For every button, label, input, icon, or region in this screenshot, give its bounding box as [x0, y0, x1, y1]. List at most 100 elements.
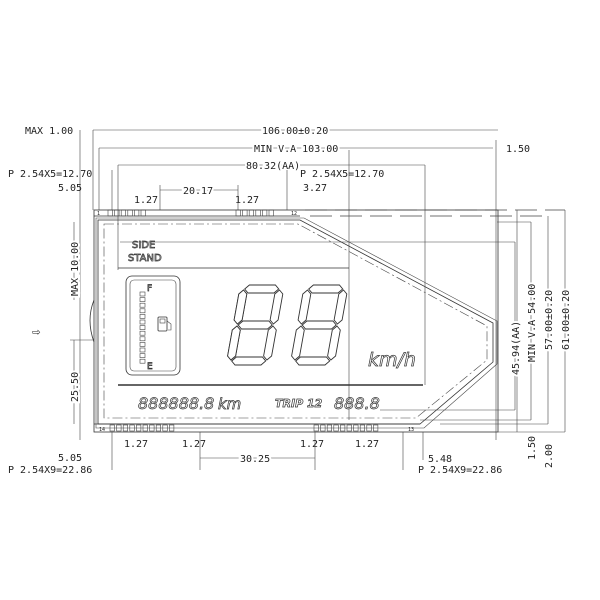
pin	[262, 209, 268, 217]
digit-segment-d	[295, 356, 331, 366]
glass-outline	[93, 209, 499, 433]
pin	[255, 209, 261, 217]
fuel-bar-segment	[139, 336, 146, 342]
pin	[268, 209, 274, 217]
digit-segment-b	[269, 289, 284, 325]
pin	[366, 424, 372, 432]
dim-active-area-width: 80.32(AA)	[246, 161, 300, 172]
dim-right-offset-bottom: 5.48	[428, 454, 452, 465]
lcd-outline	[97, 219, 494, 425]
dim-pin-gap-bottom: 30.25	[240, 454, 270, 465]
pin	[116, 424, 122, 432]
pin-label-13: 13	[408, 427, 414, 433]
arrow-right-icon: ⇨	[32, 324, 41, 340]
pin	[359, 424, 366, 432]
fuel-bar-segment	[139, 291, 146, 297]
pin	[142, 424, 148, 432]
dim-pin-pitch-bottom-right: P 2.54X9=22.86	[418, 465, 502, 476]
dim-min-view-width: MIN V.A 103.00	[254, 144, 338, 155]
stand-indicator: STAND	[128, 253, 162, 264]
pin	[320, 424, 326, 432]
pin	[140, 209, 146, 217]
pin	[136, 424, 142, 432]
speed-unit: km/h	[368, 349, 416, 371]
fuel-empty-label: E	[147, 362, 153, 372]
digit-segment-e	[291, 325, 305, 361]
dim-lower-height: 25.50	[70, 372, 81, 402]
pin-label-14: 14	[99, 427, 105, 433]
lcd-outline-outer	[95, 217, 498, 429]
dim-left-offset-bottom: 5.05	[58, 453, 82, 464]
dim-bottom-margin-1: 1.50	[527, 436, 538, 460]
digit-segment-e	[227, 325, 241, 361]
pin	[235, 209, 241, 217]
fuel-bar-segment	[139, 325, 146, 330]
dim-pin-width-bottom-3: 1.27	[300, 439, 324, 450]
dim-overall-width: 106.00±0.20	[262, 126, 328, 137]
pin	[149, 424, 155, 432]
pin	[333, 424, 339, 432]
dim-right-margin: 1.50	[506, 144, 530, 155]
digit-segment-f	[233, 289, 248, 325]
dim-glass-height: 57.00±0.20	[544, 290, 555, 350]
dim-min-view-height: MIN V.A 54.00	[527, 284, 538, 362]
trip-label: TRIP 12	[275, 397, 323, 410]
pin	[169, 424, 175, 432]
pin	[326, 424, 333, 432]
pin	[134, 209, 140, 217]
dim-right-offset-top: 3.27	[303, 183, 327, 194]
pin	[120, 209, 126, 217]
dim-pin-width-bottom-4: 1.27	[355, 439, 379, 450]
digit-segment-a	[308, 284, 344, 294]
dim-overall-height: 61.00±0.20	[561, 290, 572, 350]
fuel-bar-segment	[139, 302, 146, 308]
dim-pin-pitch-top-left: P 2.54X5=12.70	[8, 169, 92, 180]
digit-segment-f	[297, 289, 312, 325]
pin	[122, 424, 128, 432]
speed-digit	[291, 284, 348, 366]
dim-max-thickness: MAX 1.00	[25, 126, 73, 137]
pin	[107, 209, 113, 217]
speed-digit	[227, 284, 284, 366]
dim-active-area-height: 45.94(AA)	[511, 321, 522, 375]
dim-bottom-margin-2: 2.00	[544, 444, 555, 468]
pin	[155, 424, 161, 432]
pin	[373, 424, 379, 432]
dim-pin-pitch-bottom-left: P 2.54X9=22.86	[8, 465, 92, 476]
fuel-bar-segment	[139, 342, 146, 347]
digit-segment-c	[327, 325, 341, 361]
pin-label-1: 1	[97, 211, 100, 217]
fuel-bar-segment	[139, 330, 146, 336]
pin	[313, 424, 319, 432]
fuel-bar-segment	[139, 347, 146, 353]
pin	[127, 209, 133, 217]
pin	[353, 424, 359, 432]
pin-label-12: 12	[291, 211, 297, 217]
right-dimensions: 45.94(AA) MIN V.A 54.00 57.00±0.20 61.00…	[509, 210, 574, 468]
fuel-gauge-inner	[129, 279, 177, 372]
fuel-bar-segment	[139, 308, 146, 314]
fuel-pump-icon	[157, 316, 172, 332]
trip-value: 888.8	[334, 394, 380, 413]
digit-segment-c	[263, 325, 277, 361]
digit-segment-b	[333, 289, 348, 325]
fuel-gauge-frame	[125, 275, 181, 376]
pin	[114, 209, 120, 217]
fuel-bar-segment	[139, 358, 146, 364]
fuel-bar-segment	[139, 319, 146, 325]
fuel-bar-segment	[139, 314, 146, 319]
odometer-unit: km	[218, 395, 241, 413]
digit-segment-d	[231, 356, 267, 366]
pin	[346, 424, 352, 432]
digit-segment-g	[237, 320, 273, 330]
digit-segment-g	[301, 320, 337, 330]
bottom-dimensions: 1.27 1.27 1.27 1.27 5.05 30.25 5.48 P 2.…	[8, 432, 502, 476]
dim-pin-width-bottom-1: 1.27	[124, 439, 148, 450]
pin	[129, 424, 135, 432]
pin	[340, 424, 346, 432]
pin	[248, 209, 254, 217]
dim-left-offset-top: 5.05	[58, 183, 82, 194]
pin	[109, 424, 115, 432]
